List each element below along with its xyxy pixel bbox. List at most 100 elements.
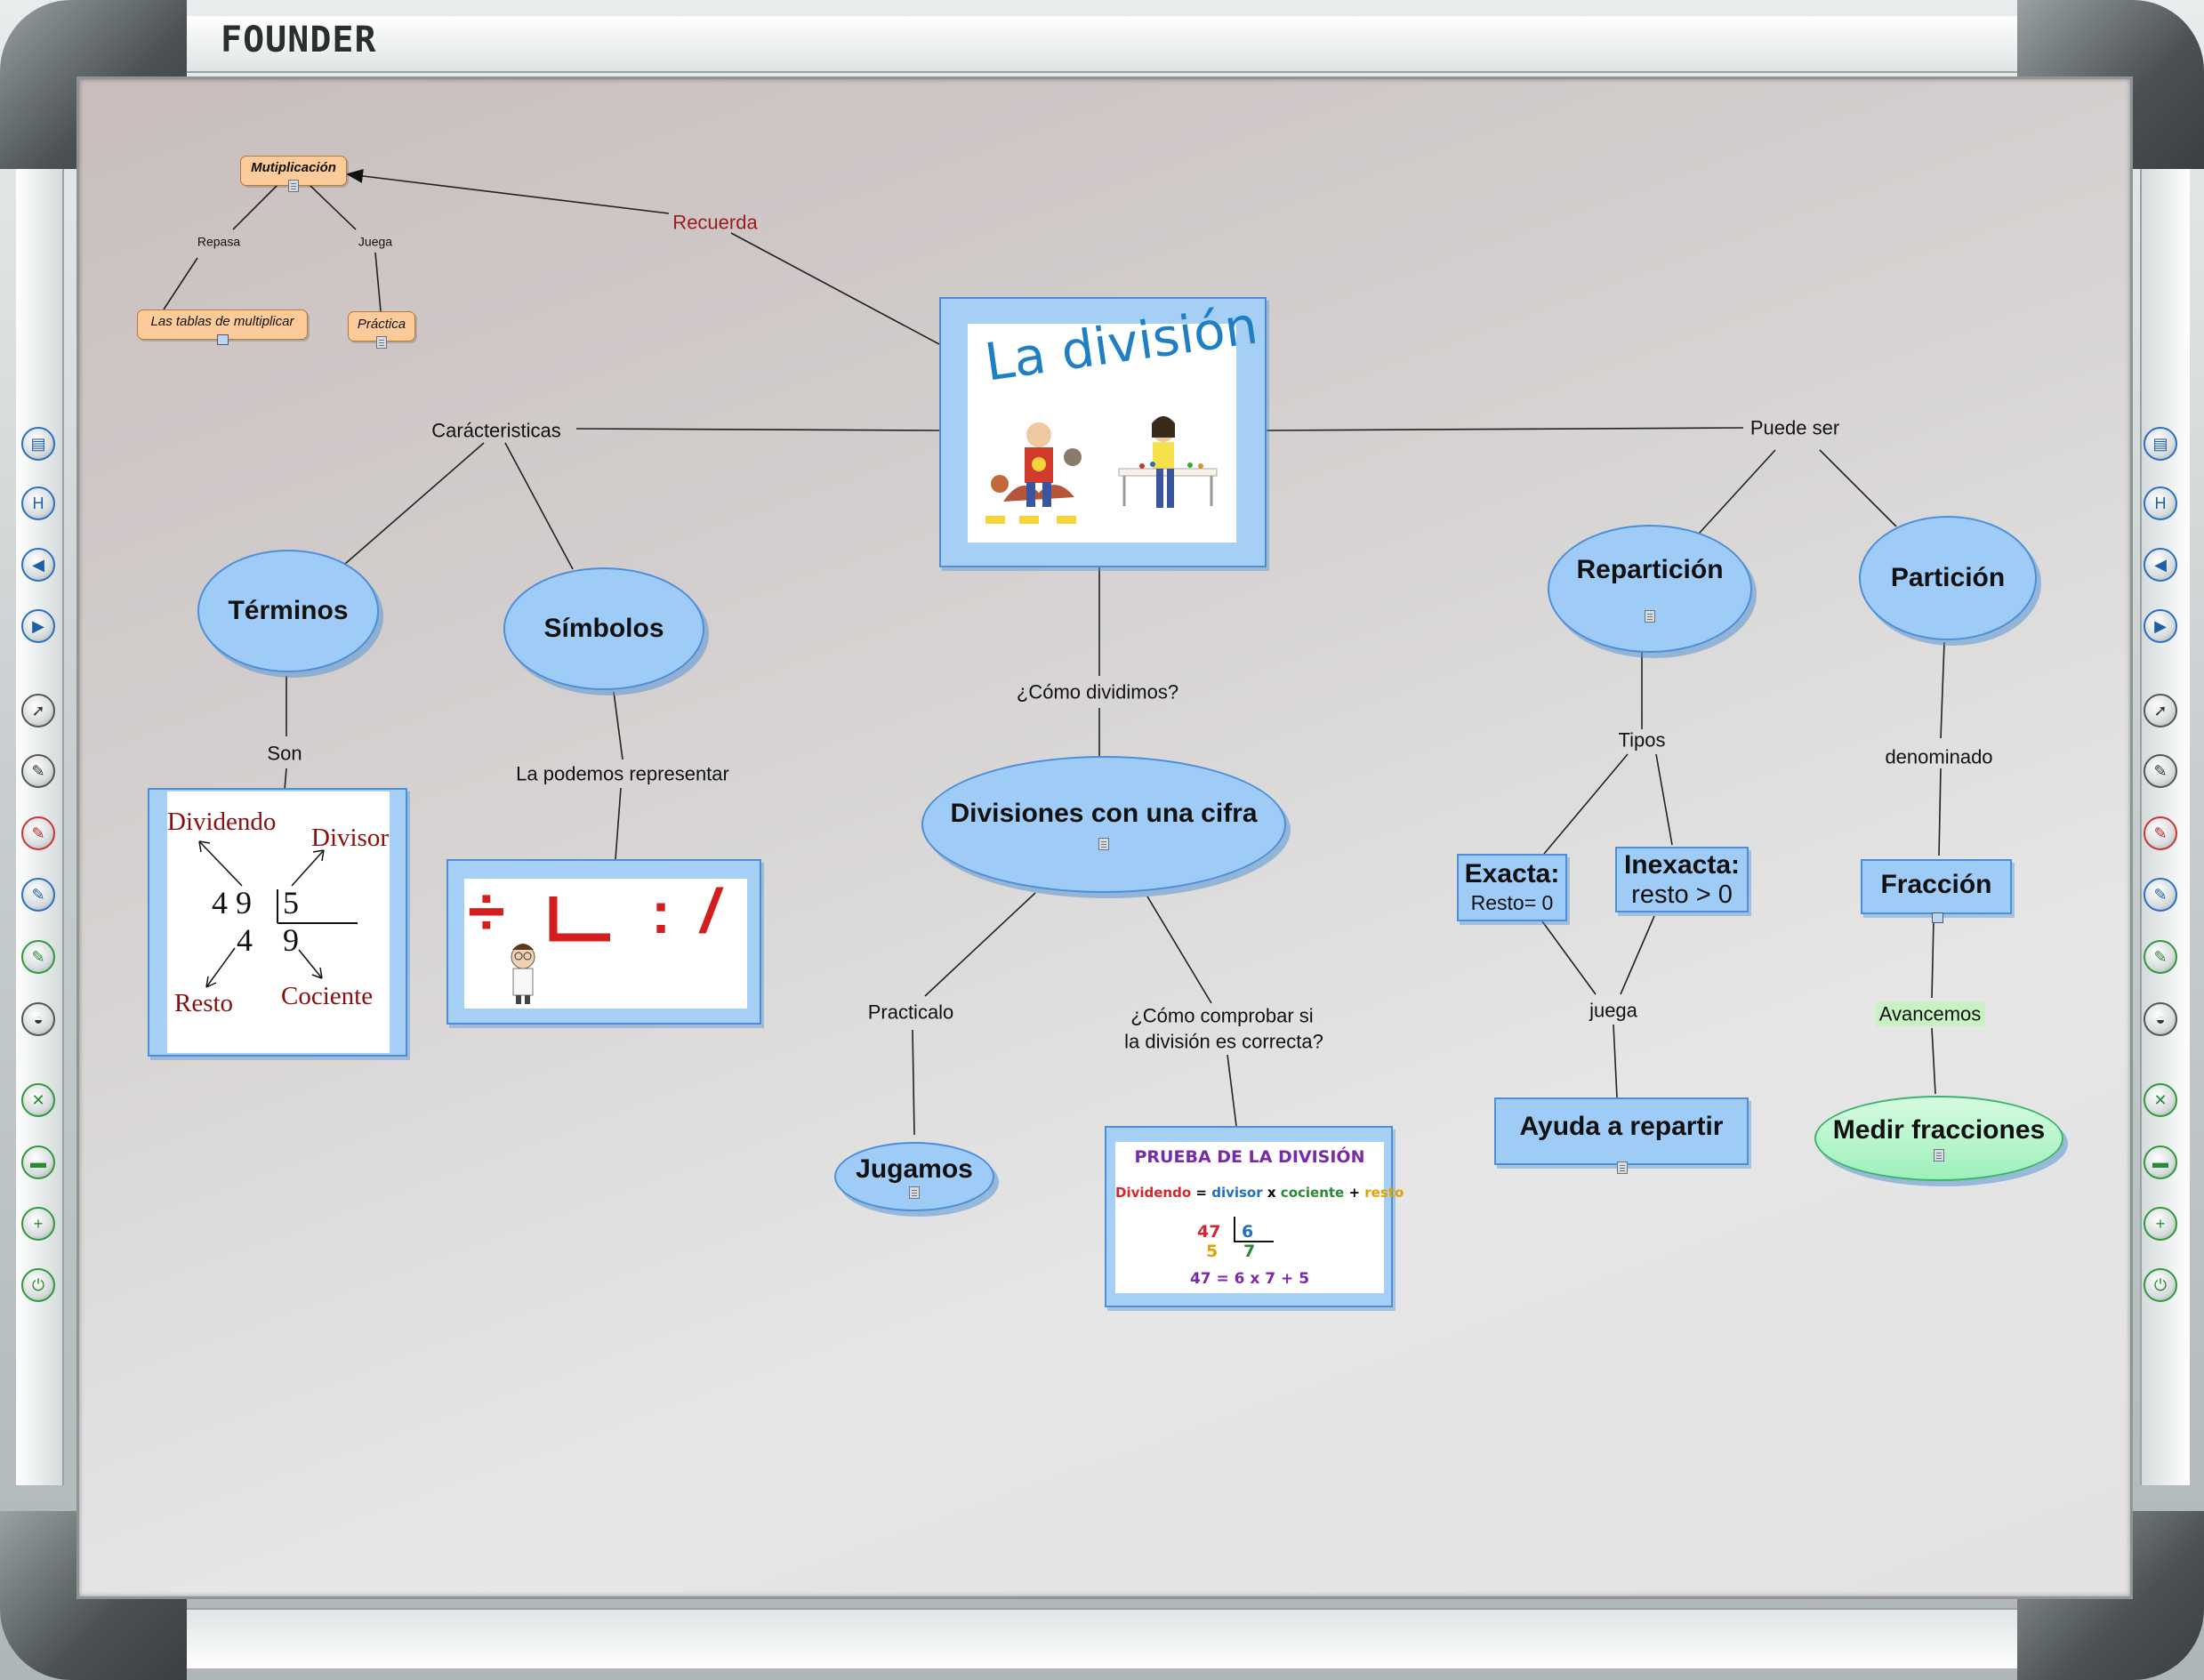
image-icon[interactable] — [1932, 912, 1943, 923]
back-arrow-icon[interactable]: ◀ — [21, 548, 55, 582]
formula-resto: resto — [1364, 1185, 1404, 1201]
link-label-denominado: denominado — [1885, 745, 1993, 768]
link-label-son: Son — [267, 742, 302, 765]
pen-icon[interactable]: ✎ — [21, 754, 55, 788]
formula-equals: = — [1195, 1185, 1207, 1201]
add-icon[interactable]: + — [2144, 1207, 2177, 1241]
node-multiplicacion-label: Mutiplicación — [251, 160, 336, 175]
pen-icon[interactable]: ✎ — [2144, 754, 2177, 788]
document-icon[interactable] — [1645, 610, 1655, 623]
page-icon[interactable]: ▤ — [21, 427, 55, 461]
node-practica-label: Práctica — [357, 317, 406, 332]
node-fraccion-label: Fracción — [1880, 870, 1992, 899]
link-label-tipos: Tipos — [1618, 728, 1666, 752]
node-reparticion-label: Repartición — [1576, 555, 1724, 584]
document-icon[interactable] — [376, 336, 387, 349]
long-division-bracket — [549, 896, 610, 942]
pointer-icon[interactable]: ➚ — [21, 694, 55, 727]
central-image: La división — [968, 294, 1261, 543]
link-recuerda-multiplicacion — [345, 169, 670, 214]
term-dividendo: Dividendo — [167, 808, 277, 836]
node-terminos[interactable]: Términos — [197, 550, 379, 672]
formula-times: x — [1267, 1185, 1276, 1201]
proof-quotient: 7 — [1243, 1242, 1256, 1261]
document-icon[interactable] — [288, 180, 299, 192]
node-ayuda-repartir[interactable]: Ayuda a repartir — [1494, 1097, 1749, 1174]
symbols-diagram: ÷ : / — [464, 874, 747, 1009]
node-multiplicacion[interactable]: Mutiplicación — [240, 156, 347, 192]
page-icon[interactable]: ▤ — [2144, 427, 2177, 461]
link-label-repasa: Repasa — [197, 234, 241, 249]
save-icon[interactable]: H — [21, 486, 55, 520]
power-icon[interactable]: ⏻ — [21, 1268, 55, 1302]
document-icon[interactable] — [1934, 1149, 1944, 1162]
node-jugamos-label: Jugamos — [856, 1154, 973, 1184]
power-icon[interactable]: ⏻ — [2144, 1268, 2177, 1302]
node-symbols-image[interactable]: ÷ : / — [446, 859, 761, 1025]
node-inexacta-sub: resto > 0 — [1631, 880, 1733, 909]
add-icon[interactable]: + — [21, 1207, 55, 1241]
node-terms-image[interactable]: Dividendo Divisor Resto Cociente 4 9 5 4… — [148, 788, 407, 1057]
link-label-juega-small: Juega — [358, 234, 393, 249]
forward-arrow-icon[interactable]: ▶ — [21, 609, 55, 643]
node-reparticion[interactable]: Repartición — [1548, 525, 1752, 653]
document-icon[interactable] — [909, 1186, 920, 1199]
blue-pen-icon[interactable]: ✎ — [21, 878, 55, 912]
link-label-avancemos: Avancemos — [1875, 1001, 1985, 1026]
node-ayuda-label: Ayuda a repartir — [1519, 1112, 1724, 1141]
node-fraccion[interactable]: Fracción — [1861, 859, 2012, 923]
node-medir-fracciones[interactable]: Medir fracciones — [1814, 1096, 2063, 1181]
node-central-la-division[interactable]: La división — [939, 294, 1267, 567]
link-label-como-dividimos: ¿Cómo dividimos? — [1016, 680, 1179, 703]
save-icon[interactable]: H — [2144, 486, 2177, 520]
slash-glyph: / — [701, 876, 719, 945]
green-pen-icon[interactable]: ✎ — [21, 940, 55, 974]
tools-icon[interactable]: ✕ — [2144, 1083, 2177, 1117]
proof-title: PRUEBA DE LA DIVISIÓN — [1134, 1147, 1365, 1167]
red-pen-icon[interactable]: ✎ — [21, 816, 55, 850]
keyboard-icon[interactable]: ▬ — [21, 1145, 55, 1179]
proof-diagram: PRUEBA DE LA DIVISIÓN Dividendo = diviso… — [1115, 1142, 1404, 1293]
node-divisiones[interactable]: Divisiones con una cifra — [921, 756, 1286, 893]
node-tablas[interactable]: Las tablas de multiplicar — [137, 309, 308, 345]
document-icon[interactable] — [1098, 838, 1109, 850]
division-sign-glyph: ÷ — [468, 874, 505, 950]
term-cociente: Cociente — [281, 982, 374, 1010]
document-icon[interactable] — [1617, 1162, 1628, 1174]
back-arrow-icon[interactable]: ◀ — [2144, 548, 2177, 582]
children-illustration — [985, 416, 1218, 524]
node-inexacta[interactable]: Inexacta: resto > 0 — [1615, 847, 1749, 912]
formula-plus: + — [1348, 1185, 1361, 1201]
divisor-number: 5 — [283, 885, 299, 920]
blue-pen-icon[interactable]: ✎ — [2144, 878, 2177, 912]
node-simbolos-label: Símbolos — [543, 614, 664, 643]
dividend-number: 4 9 — [212, 885, 252, 920]
node-jugamos[interactable]: Jugamos — [834, 1142, 994, 1211]
eraser-icon[interactable]: ◒ — [2144, 1002, 2177, 1036]
image-icon[interactable] — [217, 334, 229, 345]
tools-icon[interactable]: ✕ — [21, 1083, 55, 1117]
red-pen-icon[interactable]: ✎ — [2144, 816, 2177, 850]
bottom-rail — [178, 1608, 2028, 1668]
formula-cociente: cociente — [1280, 1185, 1345, 1201]
brand-logo: FOUNDER — [221, 20, 377, 60]
top-rail — [178, 16, 2028, 73]
node-exacta[interactable]: Exacta: Resto= 0 — [1457, 854, 1567, 921]
green-pen-icon[interactable]: ✎ — [2144, 940, 2177, 974]
pointer-icon[interactable]: ➚ — [2144, 694, 2177, 727]
proof-remainder: 5 — [1206, 1242, 1219, 1261]
node-tablas-label: Las tablas de multiplicar — [150, 314, 294, 329]
node-simbolos[interactable]: Símbolos — [503, 567, 704, 690]
formula-dividendo: Dividendo — [1115, 1185, 1192, 1201]
keyboard-icon[interactable]: ▬ — [2144, 1145, 2177, 1179]
node-proof-image[interactable]: PRUEBA DE LA DIVISIÓN Dividendo = diviso… — [1105, 1126, 1404, 1307]
node-particion[interactable]: Partición — [1859, 516, 2037, 640]
link-label-representar: La podemos representar — [516, 762, 729, 785]
node-exacta-sub: Resto= 0 — [1470, 891, 1554, 914]
node-exacta-title: Exacta: — [1464, 859, 1560, 888]
forward-arrow-icon[interactable]: ▶ — [2144, 609, 2177, 643]
node-practica[interactable]: Práctica — [348, 311, 415, 349]
proof-bracket — [1234, 1217, 1274, 1242]
link-label-puede-ser: Puede ser — [1750, 416, 1840, 439]
eraser-icon[interactable]: ◒ — [21, 1002, 55, 1036]
